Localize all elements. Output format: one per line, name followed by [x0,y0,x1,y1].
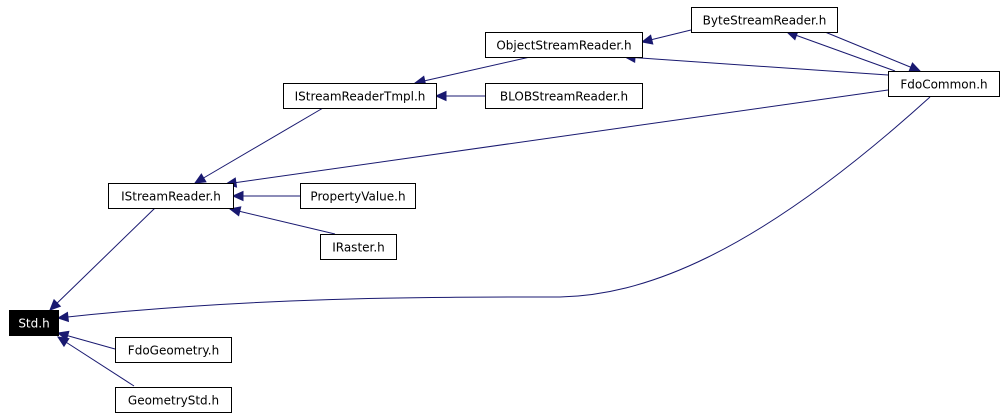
node-istream-reader-tmpl[interactable]: IStreamReaderTmpl.h [283,83,437,109]
node-object-stream-reader[interactable]: ObjectStreamReader.h [485,32,643,58]
node-fdo-geometry[interactable]: FdoGeometry.h [115,337,232,363]
node-box [691,7,838,33]
node-blob-stream-reader[interactable]: BLOBStreamReader.h [485,83,643,109]
node-label: FdoCommon.h [900,78,987,92]
edge-arrowhead [228,206,242,217]
edge-arrowhead [434,90,447,102]
edge-line [824,31,921,72]
edge-iraster-to-istream-reader [228,206,336,235]
node-iraster[interactable]: IRaster.h [320,234,397,260]
edge-line [624,56,889,76]
node-istream-reader[interactable]: IStreamReader.h [108,183,234,209]
node-box [283,83,437,109]
edge-arrowhead [49,298,62,311]
node-std[interactable]: Std.h [9,310,59,336]
node-property-value[interactable]: PropertyValue.h [300,183,416,209]
node-box [485,83,643,109]
edge-arrowhead [640,34,654,45]
node-box [108,183,234,209]
node-label: BLOBStreamReader.h [500,90,628,104]
edge-line [57,96,931,319]
edge-property-value-to-istream-reader [231,190,300,202]
edge-arrowhead [231,190,244,202]
edges-layer [49,29,931,387]
node-geometry-std[interactable]: GeometryStd.h [115,387,232,413]
node-box [300,183,416,209]
node-label: GeometryStd.h [128,394,219,408]
edge-line [225,89,889,185]
edge-arrowhead [56,311,70,323]
edge-arrowhead [908,62,922,72]
edge-object-stream-reader-to-istream-reader-tmpl [413,56,531,86]
edge-byte-stream-reader-to-fdo-common [824,31,922,72]
edge-arrowhead [193,173,207,184]
edge-fdo-common-to-std [56,96,931,323]
node-label: ByteStreamReader.h [703,14,827,28]
edge-istream-reader-to-std [49,207,156,311]
node-box [115,387,232,413]
node-box [9,310,59,336]
edge-line [57,336,135,387]
node-box [888,71,1000,97]
edge-fdo-common-to-object-stream-reader [623,52,889,76]
edge-line [194,107,324,184]
node-label: PropertyValue.h [310,190,405,204]
node-label: IStreamReader.h [121,190,221,204]
edge-arrowhead [56,336,70,348]
edge-line [49,207,156,311]
node-label: ObjectStreamReader.h [496,39,631,53]
node-box [115,337,232,363]
node-byte-stream-reader[interactable]: ByteStreamReader.h [691,7,838,33]
edge-line [786,31,896,72]
node-label: IStreamReaderTmpl.h [295,90,426,104]
edge-line [414,56,531,84]
node-label: IRaster.h [332,241,385,255]
edge-line [229,208,336,235]
node-label: Std.h [18,317,49,331]
edge-geometry-std-to-std [56,336,135,387]
node-box [320,234,397,260]
node-fdo-common[interactable]: FdoCommon.h [888,71,1000,97]
edge-blob-stream-reader-to-istream-reader-tmpl [434,90,485,102]
node-box [485,32,643,58]
edge-byte-stream-reader-to-object-stream-reader [640,29,692,45]
edge-istream-reader-tmpl-to-istream-reader [193,107,324,184]
node-label: FdoGeometry.h [128,344,219,358]
edge-fdo-common-to-byte-stream-reader [785,30,896,72]
